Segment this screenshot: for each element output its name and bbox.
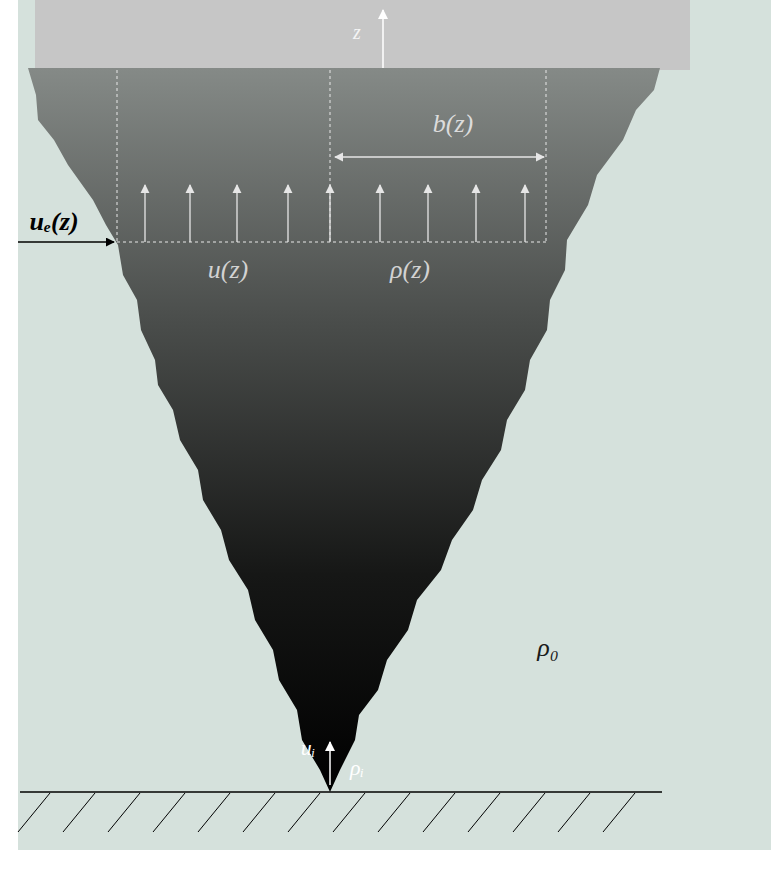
hatch-stroke [513,793,545,832]
ambient-density-label: ρ₀ [537,635,559,661]
z-axis [382,10,384,68]
hatch-stroke [468,793,500,832]
axis-label: z [353,22,361,42]
plume [28,68,660,792]
hatch-stroke [603,793,635,832]
hatch-stroke [423,793,455,832]
hatch-stroke [153,793,185,832]
entrainment-label: uₑ(z) [29,209,78,235]
velocity-label: u(z) [208,257,248,283]
hatch-stroke [558,793,590,832]
hatch-stroke [108,793,140,832]
source-density-label: ρᵢ [350,757,364,779]
hatch-stroke [63,793,95,832]
guide-lines [117,70,546,242]
hatch-stroke [333,793,365,832]
source-velocity-arrow [329,742,331,785]
hatch-stroke [18,793,50,832]
floor [20,791,662,793]
ambient-ground [18,0,771,850]
hatch-stroke [198,793,230,832]
entrainment-arrow [18,241,114,243]
source-velocity-label: uᵢ [301,737,315,759]
hatch-stroke [378,793,410,832]
hatch-stroke [288,793,320,832]
floor-hatching [18,793,635,832]
width-label: b(z) [433,111,473,137]
density-label: ρ(z) [390,257,430,283]
velocity-arrows [145,185,525,242]
width-arrow [335,156,544,157]
hatch-stroke [243,793,275,832]
top-band [35,0,690,70]
